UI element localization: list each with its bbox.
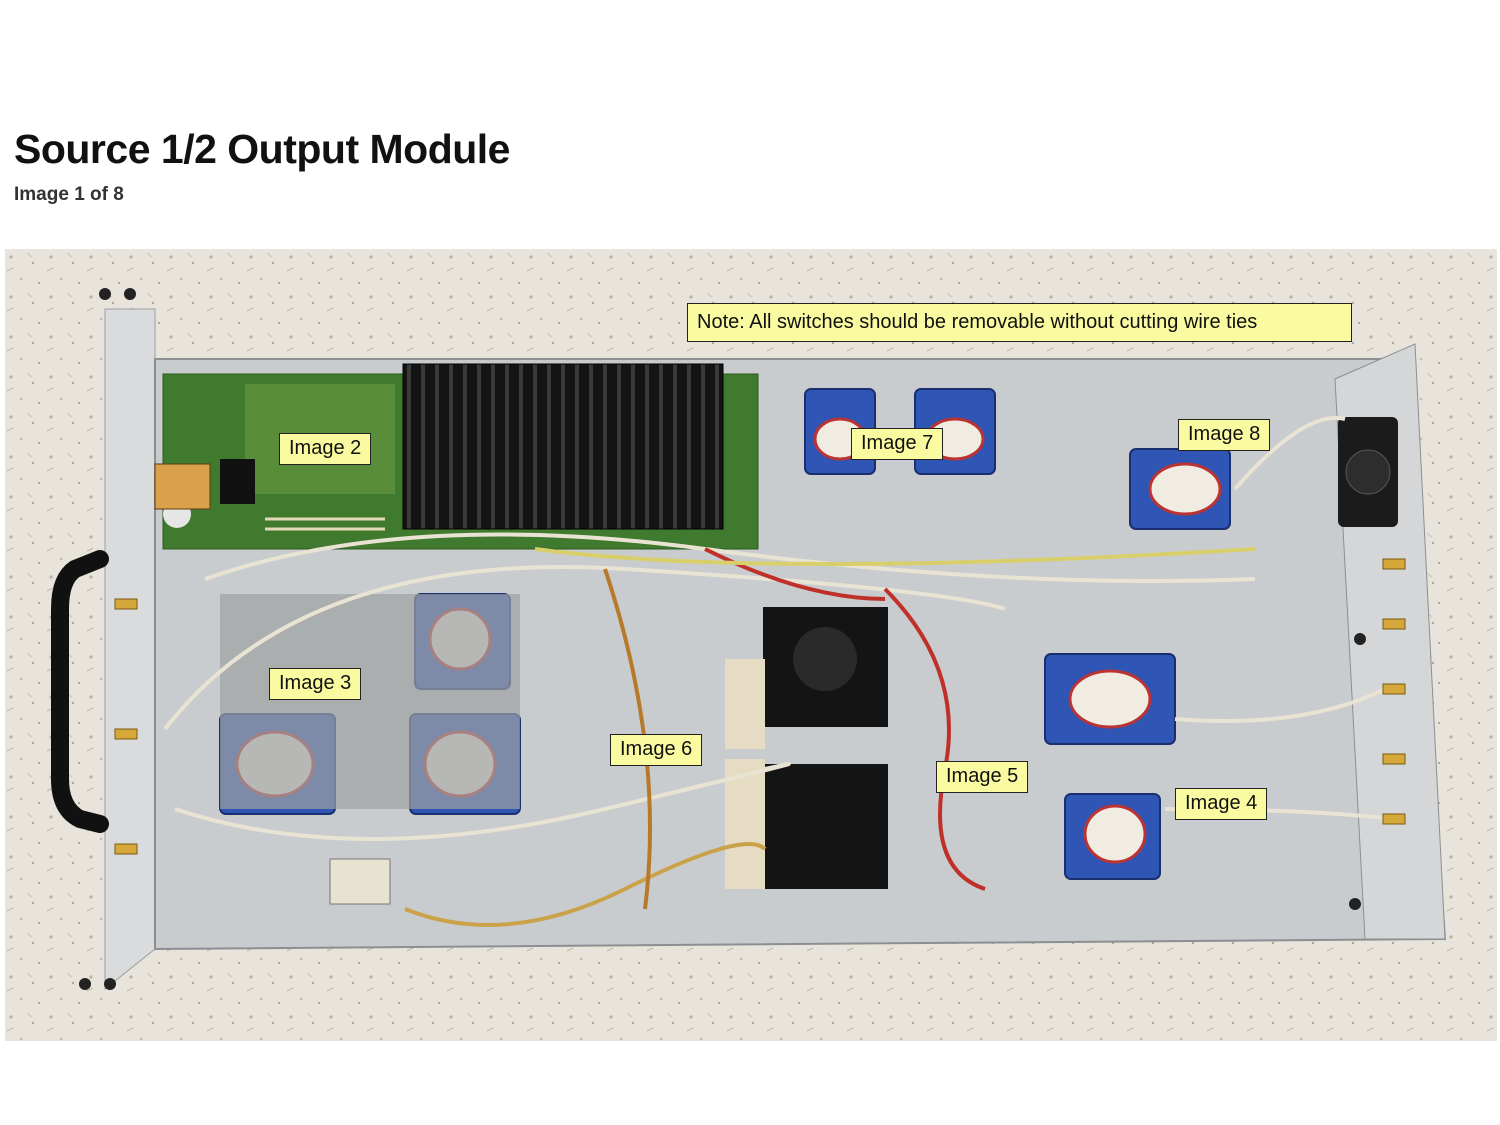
handle: [51, 550, 109, 833]
page-title: Source 1/2 Output Module: [14, 126, 510, 172]
image-6-callout[interactable]: Image 6: [610, 734, 703, 766]
note-callout: Note: All switches should be removable w…: [687, 303, 1352, 342]
image-8-callout[interactable]: Image 8: [1178, 419, 1271, 451]
heatsink: [402, 363, 724, 530]
image-5-callout[interactable]: Image 5: [936, 761, 1029, 793]
filter-component: [329, 858, 391, 905]
image-4-callout[interactable]: Image 4: [1175, 788, 1268, 820]
mounting-plate: [220, 594, 520, 809]
sma-connectors: [114, 558, 1406, 855]
image-2-callout[interactable]: Image 2: [279, 433, 372, 465]
module-photo: [5, 249, 1497, 1041]
image-counter: Image 1 of 8: [14, 184, 124, 205]
left-rack-ear: [104, 308, 156, 991]
cabling: [163, 415, 1396, 927]
image-7-callout[interactable]: Image 7: [851, 428, 944, 460]
image-3-callout[interactable]: Image 3: [269, 668, 362, 700]
attenuator-block-lower: [763, 764, 888, 889]
